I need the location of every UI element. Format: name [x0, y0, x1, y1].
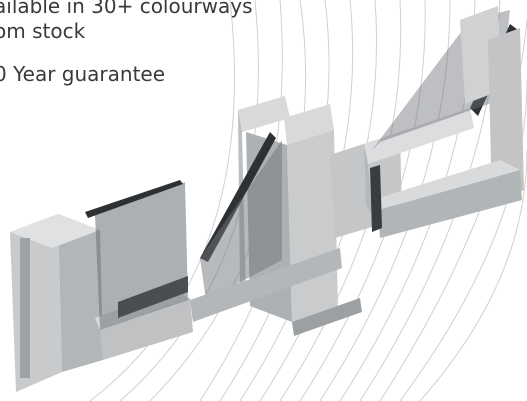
feature-stock-line: om stock: [0, 19, 86, 43]
feature-guarantee-line: 0 Year guarantee: [0, 62, 166, 86]
feature-colourways-line: ailable in 30+ colourways: [0, 0, 253, 18]
right-corner-profile: [364, 6, 524, 238]
left-corner-profile: [10, 180, 193, 392]
middle-mullion-profile: [190, 96, 402, 336]
